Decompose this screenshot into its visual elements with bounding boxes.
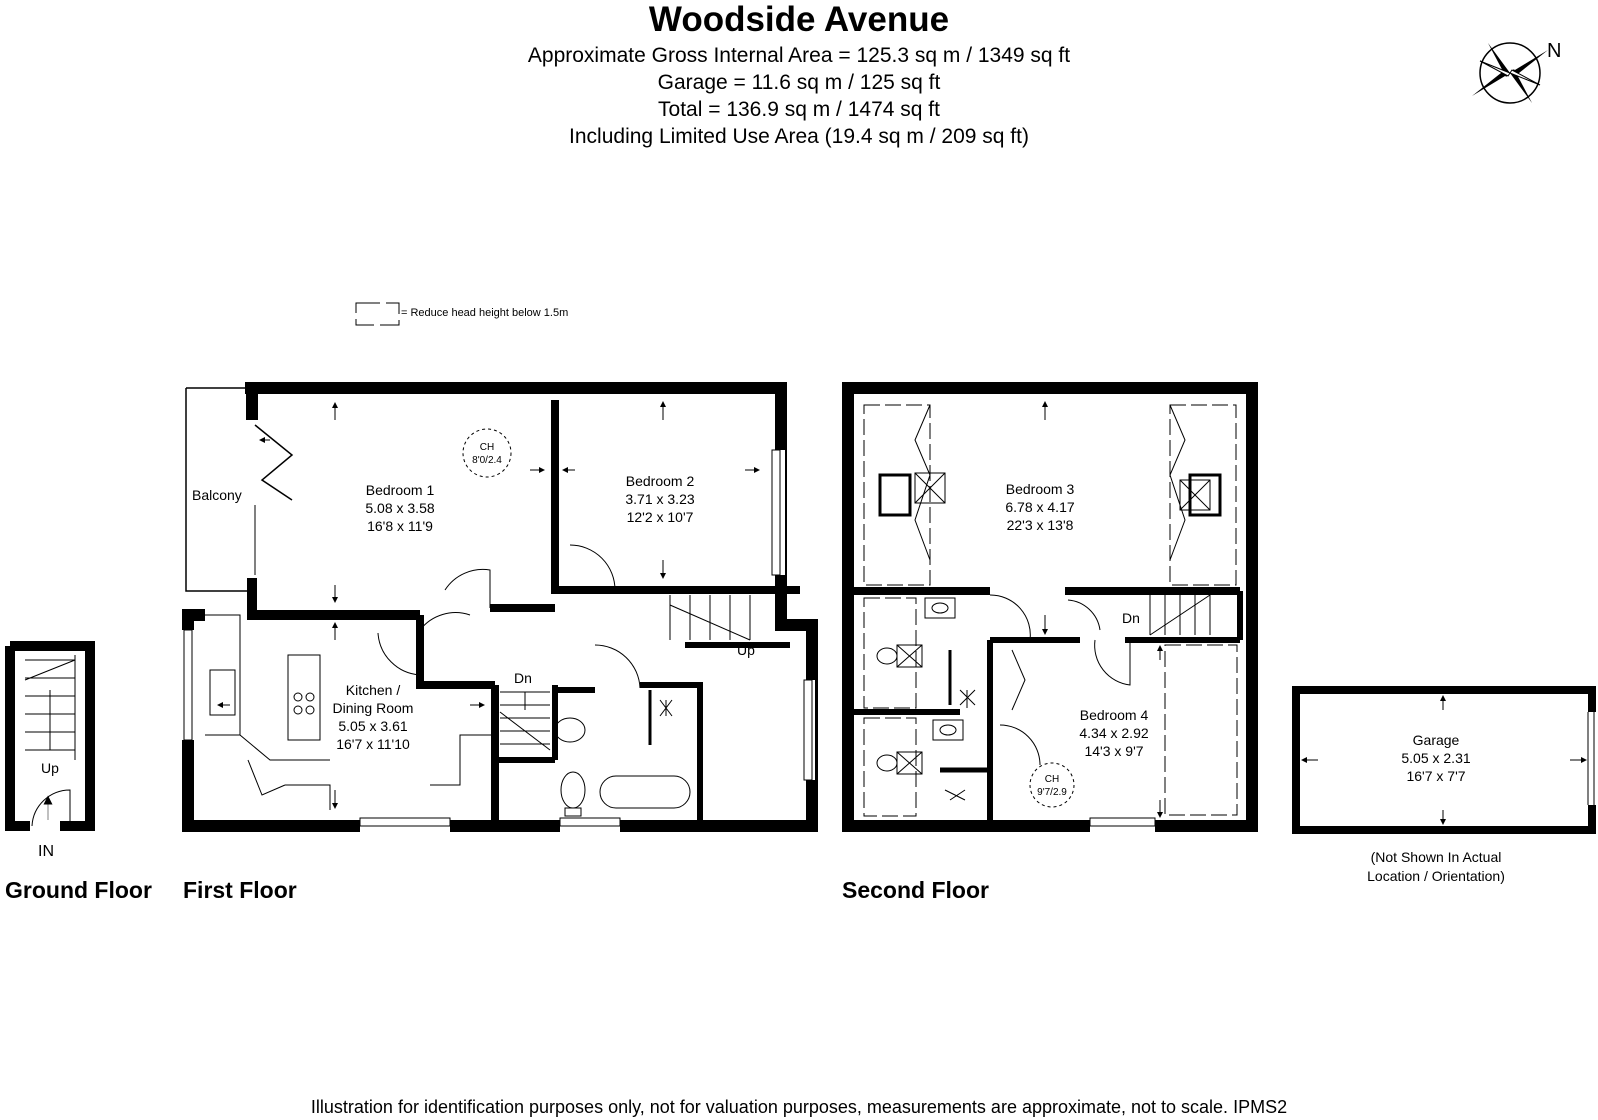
bedroom1-metric: 5.08 x 3.58	[365, 500, 435, 516]
ceiling-label: CH	[1044, 774, 1060, 785]
garage-note-line2: Location / Orientation)	[1367, 868, 1505, 884]
garage-name: Garage	[1412, 732, 1460, 748]
garage-note: (Not Shown In Actual Location / Orientat…	[1367, 848, 1505, 886]
north-label: N	[1547, 40, 1562, 62]
balcony-label: Balcony	[192, 487, 242, 503]
legend-text: = Reduce head height below 1.5m	[401, 307, 569, 319]
bedroom1-label: Bedroom 1 5.08 x 3.58 16'8 x 11'9	[365, 481, 434, 535]
second-floor-plan	[842, 382, 1258, 833]
ground-floor-label: Ground Floor	[5, 877, 152, 903]
garage-imperial: 16'7 x 7'7	[1406, 768, 1466, 784]
ceiling-value: 9'7/2.9	[1037, 787, 1067, 798]
bedroom4-ceiling-height: CH 9'7/2.9	[1037, 773, 1067, 799]
disclaimer-footer: Illustration for identification purposes…	[310, 1097, 1288, 1117]
first-stairs-up: Up	[737, 642, 755, 658]
second-floor-label: Second Floor	[842, 877, 989, 903]
ground-entrance: IN	[38, 843, 54, 860]
bedroom4-label: Bedroom 4 4.34 x 2.92 14'3 x 9'7	[1079, 706, 1148, 760]
garage-note-line1: (Not Shown In Actual	[1370, 849, 1502, 865]
compass-rose-icon	[1472, 42, 1548, 104]
limited-use-area: Including Limited Use Area (19.4 sq m / …	[569, 125, 1029, 148]
kitchen-imperial: 16'7 x 11'10	[336, 736, 410, 752]
kitchen-label: Kitchen / Dining Room 5.05 x 3.61 16'7 x…	[333, 681, 414, 753]
bedroom4-imperial: 14'3 x 9'7	[1084, 743, 1144, 759]
plan-title: Woodside Avenue	[648, 0, 950, 39]
garage-plan	[1292, 686, 1597, 834]
kitchen-name: Kitchen /	[345, 682, 401, 698]
bedroom1-imperial: 16'8 x 11'9	[367, 518, 433, 534]
bedroom2-imperial: 12'2 x 10'7	[626, 509, 694, 525]
second-stairs-down: Dn	[1122, 610, 1140, 626]
kitchen-name-2: Dining Room	[332, 700, 414, 716]
kitchen-metric: 5.05 x 3.61	[338, 718, 408, 734]
bedroom1-name: Bedroom 1	[365, 482, 435, 498]
garage-label: Garage 5.05 x 2.31 16'7 x 7'7	[1401, 731, 1470, 785]
bedroom3-name: Bedroom 3	[1005, 481, 1075, 497]
ground-floor-plan	[5, 641, 95, 831]
ceiling-value: 8'0/2.4	[472, 455, 502, 466]
garage-metric: 5.05 x 2.31	[1401, 750, 1471, 766]
ceiling-label: CH	[479, 442, 495, 453]
bedroom2-name: Bedroom 2	[625, 473, 695, 489]
gross-internal-area: Approximate Gross Internal Area = 125.3 …	[527, 44, 1071, 67]
bedroom1-ceiling-height: CH 8'0/2.4	[472, 441, 502, 467]
bedroom4-metric: 4.34 x 2.92	[1079, 725, 1149, 741]
total-area: Total = 136.9 sq m / 1474 sq ft	[658, 98, 940, 121]
ground-stairs-up: Up	[41, 760, 59, 776]
bedroom2-metric: 3.71 x 3.23	[625, 491, 695, 507]
garage-area: Garage = 11.6 sq m / 125 sq ft	[657, 71, 941, 94]
first-floor-plan	[181, 382, 818, 833]
bedroom3-label: Bedroom 3 6.78 x 4.17 22'3 x 13'8	[1005, 480, 1074, 534]
bedroom4-name: Bedroom 4	[1079, 707, 1149, 723]
bedroom3-imperial: 22'3 x 13'8	[1006, 517, 1074, 533]
bedroom2-label: Bedroom 2 3.71 x 3.23 12'2 x 10'7	[625, 472, 694, 526]
legend-dashed-box	[355, 302, 400, 326]
first-floor-label: First Floor	[183, 877, 297, 903]
first-stairs-down: Dn	[514, 670, 532, 686]
bedroom3-metric: 6.78 x 4.17	[1005, 499, 1075, 515]
